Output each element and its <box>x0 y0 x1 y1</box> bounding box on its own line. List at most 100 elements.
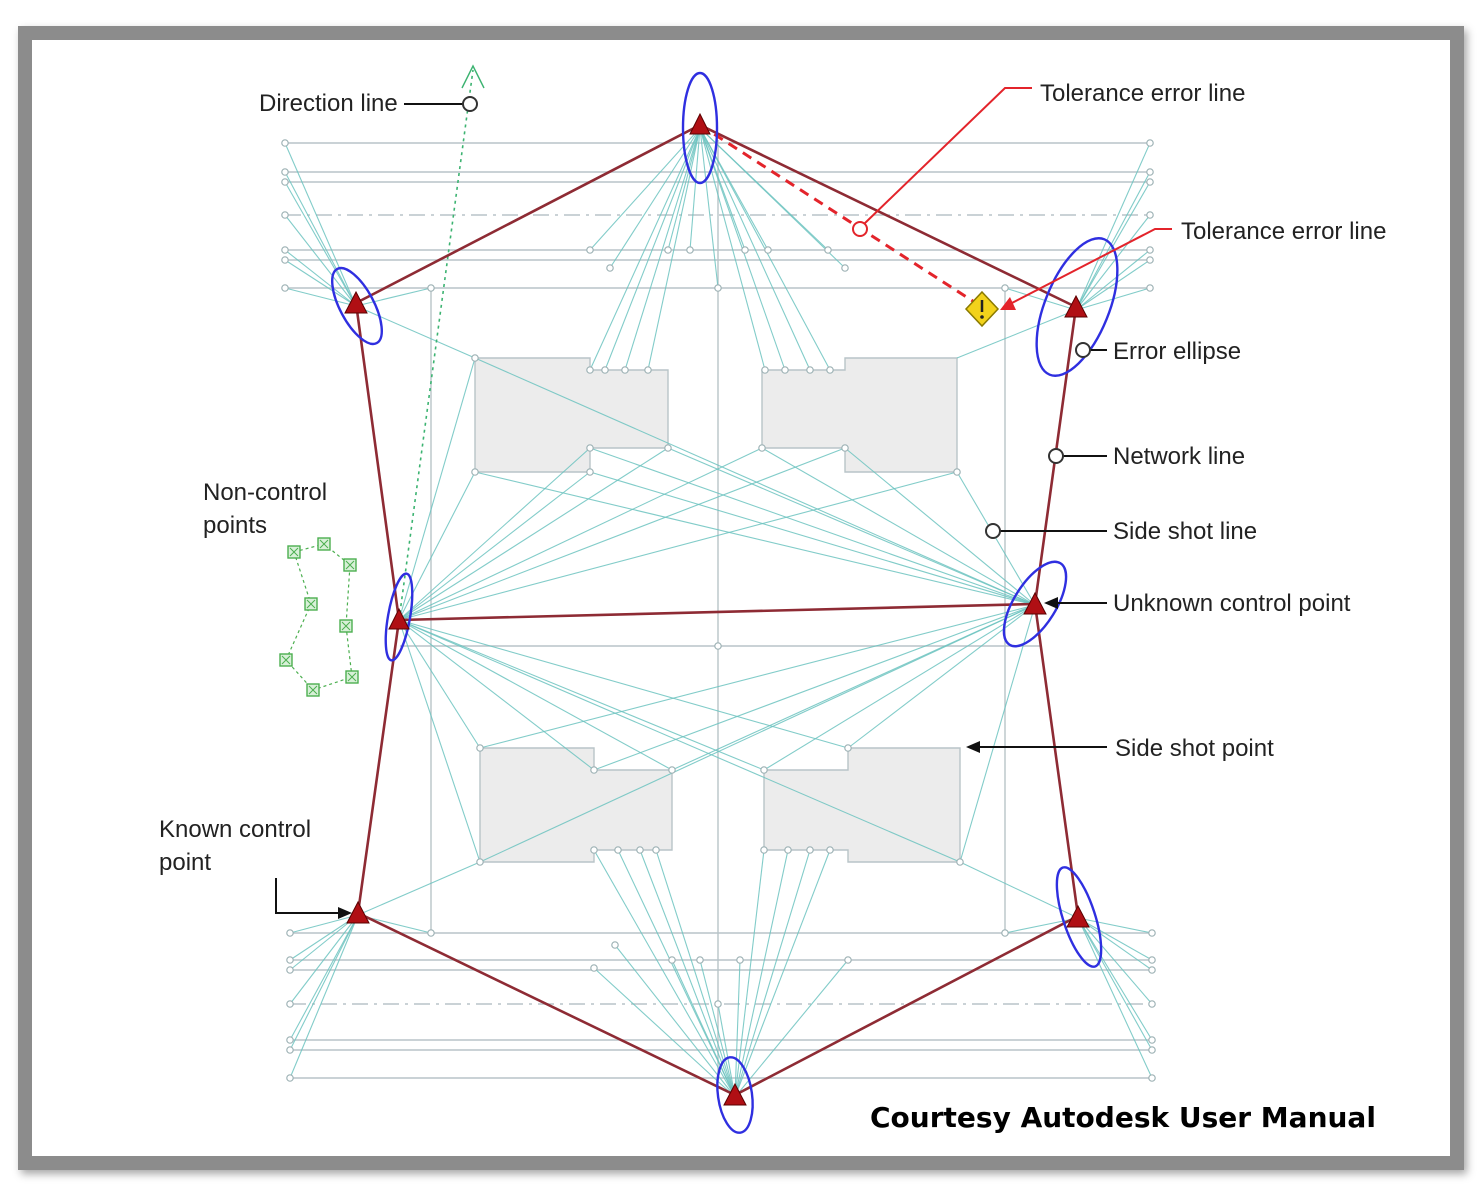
side-shot-point <box>714 1000 722 1008</box>
side-shot-line <box>289 914 359 1079</box>
label-network-line: Network line <box>1113 443 1245 470</box>
side-shot-line <box>667 127 701 251</box>
side-shot-point <box>636 846 644 854</box>
callout-leaders <box>275 87 1172 919</box>
callout-circle-icon <box>1048 448 1064 464</box>
side-shot-line <box>671 959 736 1098</box>
side-shot-line <box>734 849 811 1098</box>
side-shot-line <box>398 447 763 621</box>
side-shot-point <box>826 846 834 854</box>
side-shot-line <box>1075 249 1151 311</box>
side-shot-line <box>289 914 359 1005</box>
side-shot-line <box>604 127 701 371</box>
side-shot-line <box>734 959 849 1098</box>
side-shot-line <box>689 127 701 251</box>
side-shot-lines <box>284 127 1153 1098</box>
side-shot-point <box>601 366 609 374</box>
side-shot-point <box>826 366 834 374</box>
side-shot-point <box>281 168 289 176</box>
side-shot-line <box>398 447 846 621</box>
side-shot-line <box>474 357 1036 606</box>
side-shot-point <box>758 444 766 452</box>
side-shot-point <box>841 444 849 452</box>
side-shot-line <box>593 849 736 1098</box>
side-shot-line <box>647 127 701 371</box>
callout-circle-icon <box>985 523 1001 539</box>
side-shot-point <box>953 468 961 476</box>
side-shot-line <box>398 471 591 621</box>
red-triangle-icon <box>689 112 711 135</box>
side-shot-point <box>286 1074 294 1082</box>
side-shot-line <box>398 447 591 621</box>
side-shot-point <box>586 366 594 374</box>
side-shot-point <box>844 744 852 752</box>
side-shot-point <box>586 468 594 476</box>
green-square-cross <box>281 655 291 665</box>
side-shot-points <box>281 139 1156 1082</box>
side-shot-line <box>959 604 1036 863</box>
side-shot-point <box>824 246 832 254</box>
label-side-shot-point: Side shot point <box>1115 735 1274 762</box>
side-shot-point <box>286 1036 294 1044</box>
side-shot-line <box>717 1003 736 1098</box>
side-shot-line <box>667 447 1036 606</box>
side-shot-line <box>284 214 357 307</box>
side-shot-point <box>956 858 964 866</box>
side-shot-point <box>281 284 289 292</box>
side-shot-point <box>1148 966 1156 974</box>
red-triangle-icon <box>1066 904 1090 928</box>
label-unknown-control-point: Unknown control point <box>1113 590 1351 617</box>
green-square-cross <box>341 621 351 631</box>
side-shot-line <box>699 127 811 371</box>
side-shot-line <box>1077 917 1153 1079</box>
side-shot-point <box>281 246 289 254</box>
side-shot-point <box>1148 1046 1156 1054</box>
side-shot-line <box>355 287 432 307</box>
red-triangle-icon <box>346 900 370 924</box>
direction-line <box>398 69 474 621</box>
side-shot-point <box>696 956 704 964</box>
side-shot-point <box>1001 284 1009 292</box>
side-shot-line <box>398 619 765 771</box>
red-triangle-icon <box>723 1082 747 1106</box>
side-shot-point <box>586 444 594 452</box>
side-shot-point <box>1148 1036 1156 1044</box>
side-shot-point <box>761 366 769 374</box>
side-shot-line <box>734 849 789 1098</box>
side-shot-line <box>589 127 701 251</box>
side-shot-line <box>284 181 357 307</box>
side-shot-line <box>959 861 1079 919</box>
green-square-cross <box>319 539 329 549</box>
label-direction-line: Direction line <box>259 90 398 117</box>
side-shot-point <box>1146 178 1154 186</box>
side-shot-line <box>639 849 736 1098</box>
side-shot-point <box>281 139 289 147</box>
side-shot-point <box>1146 256 1154 264</box>
label-non-control-points-line1: Non-control <box>203 479 327 506</box>
side-shot-point <box>286 966 294 974</box>
side-shot-point <box>1148 956 1156 964</box>
side-shot-line <box>699 127 846 269</box>
network-lines <box>354 123 1080 1097</box>
label-tolerance-error-line-2: Tolerance error line <box>1181 218 1386 245</box>
side-shot-point <box>714 642 722 650</box>
side-shot-point <box>611 941 619 949</box>
side-shot-point <box>606 264 614 272</box>
side-shot-point <box>1146 139 1154 147</box>
side-shot-point <box>841 264 849 272</box>
side-shot-line <box>474 471 1036 606</box>
side-shot-point <box>1146 246 1154 254</box>
side-shot-line <box>357 861 481 916</box>
side-shot-line <box>1075 214 1151 311</box>
side-shot-point <box>1001 929 1009 937</box>
label-non-control-points-line2: points <box>203 512 267 539</box>
green-square-cross <box>306 599 316 609</box>
side-shot-line <box>289 914 359 1041</box>
callout-circle-icon <box>462 96 478 112</box>
side-shot-point <box>286 929 294 937</box>
side-shot-point <box>1146 168 1154 176</box>
side-shot-line <box>1077 917 1153 961</box>
side-shot-line <box>398 619 481 749</box>
side-shot-point <box>714 284 722 292</box>
side-shot-point <box>286 1000 294 1008</box>
